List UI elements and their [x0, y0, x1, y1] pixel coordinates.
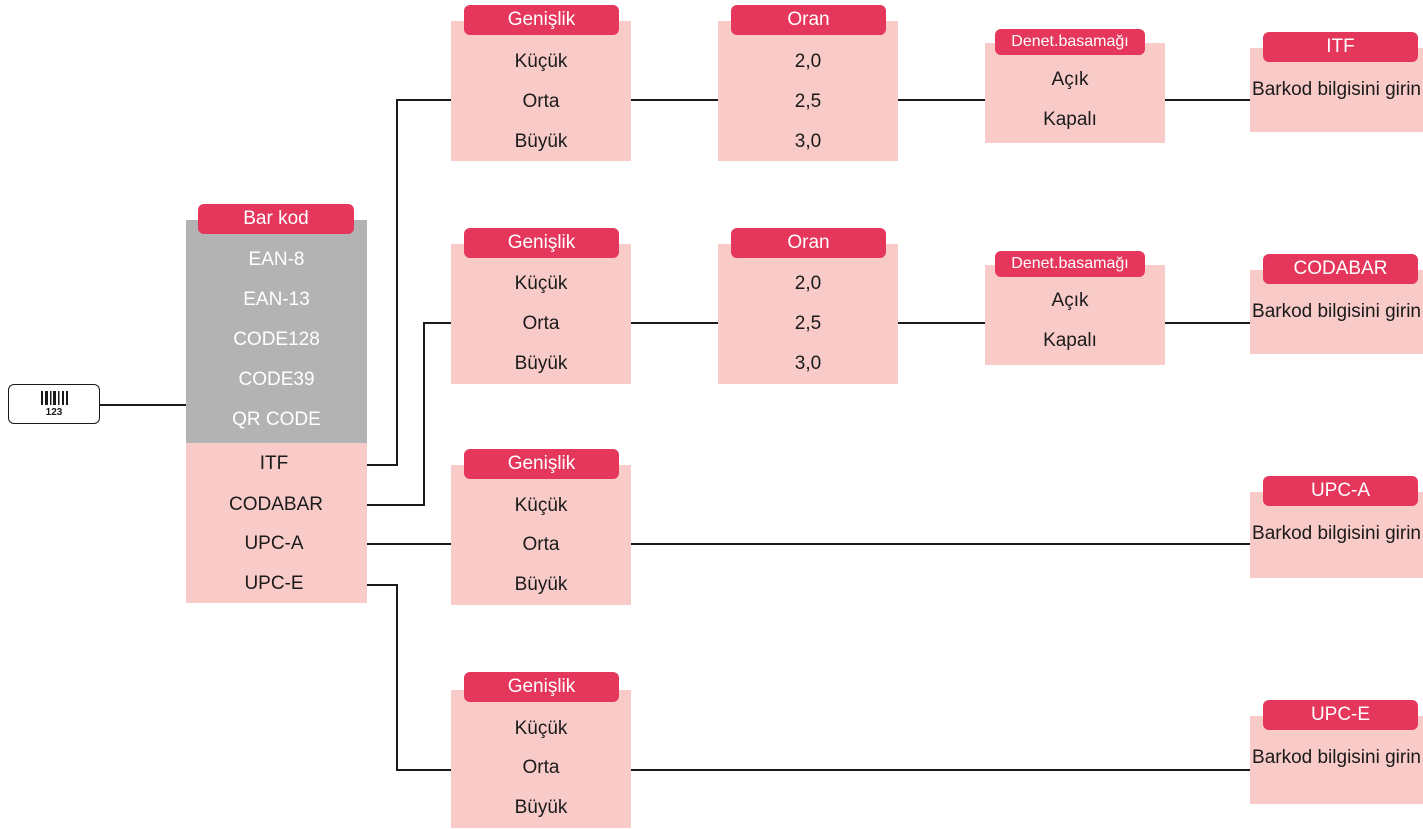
upce-width-medium[interactable]: Orta: [522, 757, 560, 778]
itf-result-title: ITF: [1263, 32, 1418, 62]
upca-result-box: [1250, 492, 1423, 578]
itf-width-large[interactable]: Büyük: [514, 131, 568, 152]
barcode-item-ean8: EAN-8: [248, 249, 305, 270]
itf-width-box: [451, 21, 631, 161]
itf-ratio-title: Oran: [731, 5, 886, 35]
itf-result-text: Barkod bilgisini girin: [1252, 79, 1421, 100]
itf-check-off[interactable]: Kapalı: [1043, 109, 1097, 130]
codabar-result-box: [1250, 270, 1423, 354]
upce-result-text: Barkod bilgisini girin: [1252, 747, 1421, 768]
itf-check-box: [985, 43, 1165, 143]
upca-width-small[interactable]: Küçük: [514, 495, 568, 516]
codabar-check-box: [985, 265, 1165, 365]
barcode-enabled-panel: [186, 443, 367, 603]
barcode-item-ean13: EAN-13: [243, 289, 310, 310]
connector-upce: [342, 584, 451, 771]
itf-check-title: Denet.basamağı: [995, 29, 1145, 55]
codabar-result-title: CODABAR: [1263, 254, 1418, 284]
codabar-ratio-box: [718, 244, 898, 384]
codabar-width-box: [451, 244, 631, 384]
itf-ratio-2-5[interactable]: 2,5: [794, 91, 822, 112]
itf-width-medium[interactable]: Orta: [522, 91, 560, 112]
itf-width-title: Genişlik: [464, 5, 619, 35]
barcode-bars-icon: 123: [41, 391, 68, 418]
upca-width-title: Genişlik: [464, 449, 619, 479]
itf-width-small[interactable]: Küçük: [514, 51, 568, 72]
codabar-check-off[interactable]: Kapalı: [1043, 330, 1097, 351]
itf-ratio-2-0[interactable]: 2,0: [794, 51, 822, 72]
upca-result-title: UPC-A: [1263, 476, 1418, 506]
upca-width-medium[interactable]: Orta: [522, 534, 560, 555]
codabar-width-small[interactable]: Küçük: [514, 273, 568, 294]
codabar-check-on[interactable]: Açık: [1051, 290, 1089, 311]
upce-result-title: UPC-E: [1263, 700, 1418, 730]
upce-width-large[interactable]: Büyük: [514, 797, 568, 818]
codabar-width-large[interactable]: Büyük: [514, 353, 568, 374]
codabar-width-title: Genişlik: [464, 228, 619, 258]
barcode-123-icon[interactable]: 123: [8, 384, 100, 424]
barcode-item-upca[interactable]: UPC-A: [244, 533, 304, 554]
upce-width-small[interactable]: Küçük: [514, 718, 568, 739]
barcode-item-code39: CODE39: [238, 369, 315, 390]
barcode-item-upce[interactable]: UPC-E: [244, 573, 304, 594]
barcode-item-code128: CODE128: [233, 329, 320, 350]
codabar-check-title: Denet.basamağı: [995, 251, 1145, 277]
itf-ratio-3-0[interactable]: 3,0: [794, 131, 822, 152]
connector-codabar: [342, 322, 451, 506]
codabar-result-text: Barkod bilgisini girin: [1252, 301, 1421, 322]
codabar-ratio-3-0[interactable]: 3,0: [794, 353, 822, 374]
upca-result-text: Barkod bilgisini girin: [1252, 523, 1421, 544]
codabar-width-medium[interactable]: Orta: [522, 313, 560, 334]
barcode-item-itf[interactable]: ITF: [259, 453, 289, 474]
upca-width-large[interactable]: Büyük: [514, 574, 568, 595]
upce-width-title: Genişlik: [464, 672, 619, 702]
itf-result-box: [1250, 48, 1423, 132]
barcode-disabled-panel: [186, 220, 367, 443]
itf-check-on[interactable]: Açık: [1051, 69, 1089, 90]
upca-width-box: [451, 465, 631, 605]
barcode-item-qrcode: QR CODE: [232, 409, 321, 430]
upce-width-box: [451, 690, 631, 828]
upce-result-box: [1250, 716, 1423, 804]
itf-ratio-box: [718, 21, 898, 161]
barcode-menu-title: Bar kod: [198, 204, 354, 234]
barcode-digits: 123: [46, 407, 63, 418]
connector-itf: [342, 99, 451, 466]
codabar-ratio-2-5[interactable]: 2,5: [794, 313, 822, 334]
codabar-ratio-title: Oran: [731, 228, 886, 258]
barcode-item-codabar[interactable]: CODABAR: [229, 494, 323, 515]
codabar-ratio-2-0[interactable]: 2,0: [794, 273, 822, 294]
